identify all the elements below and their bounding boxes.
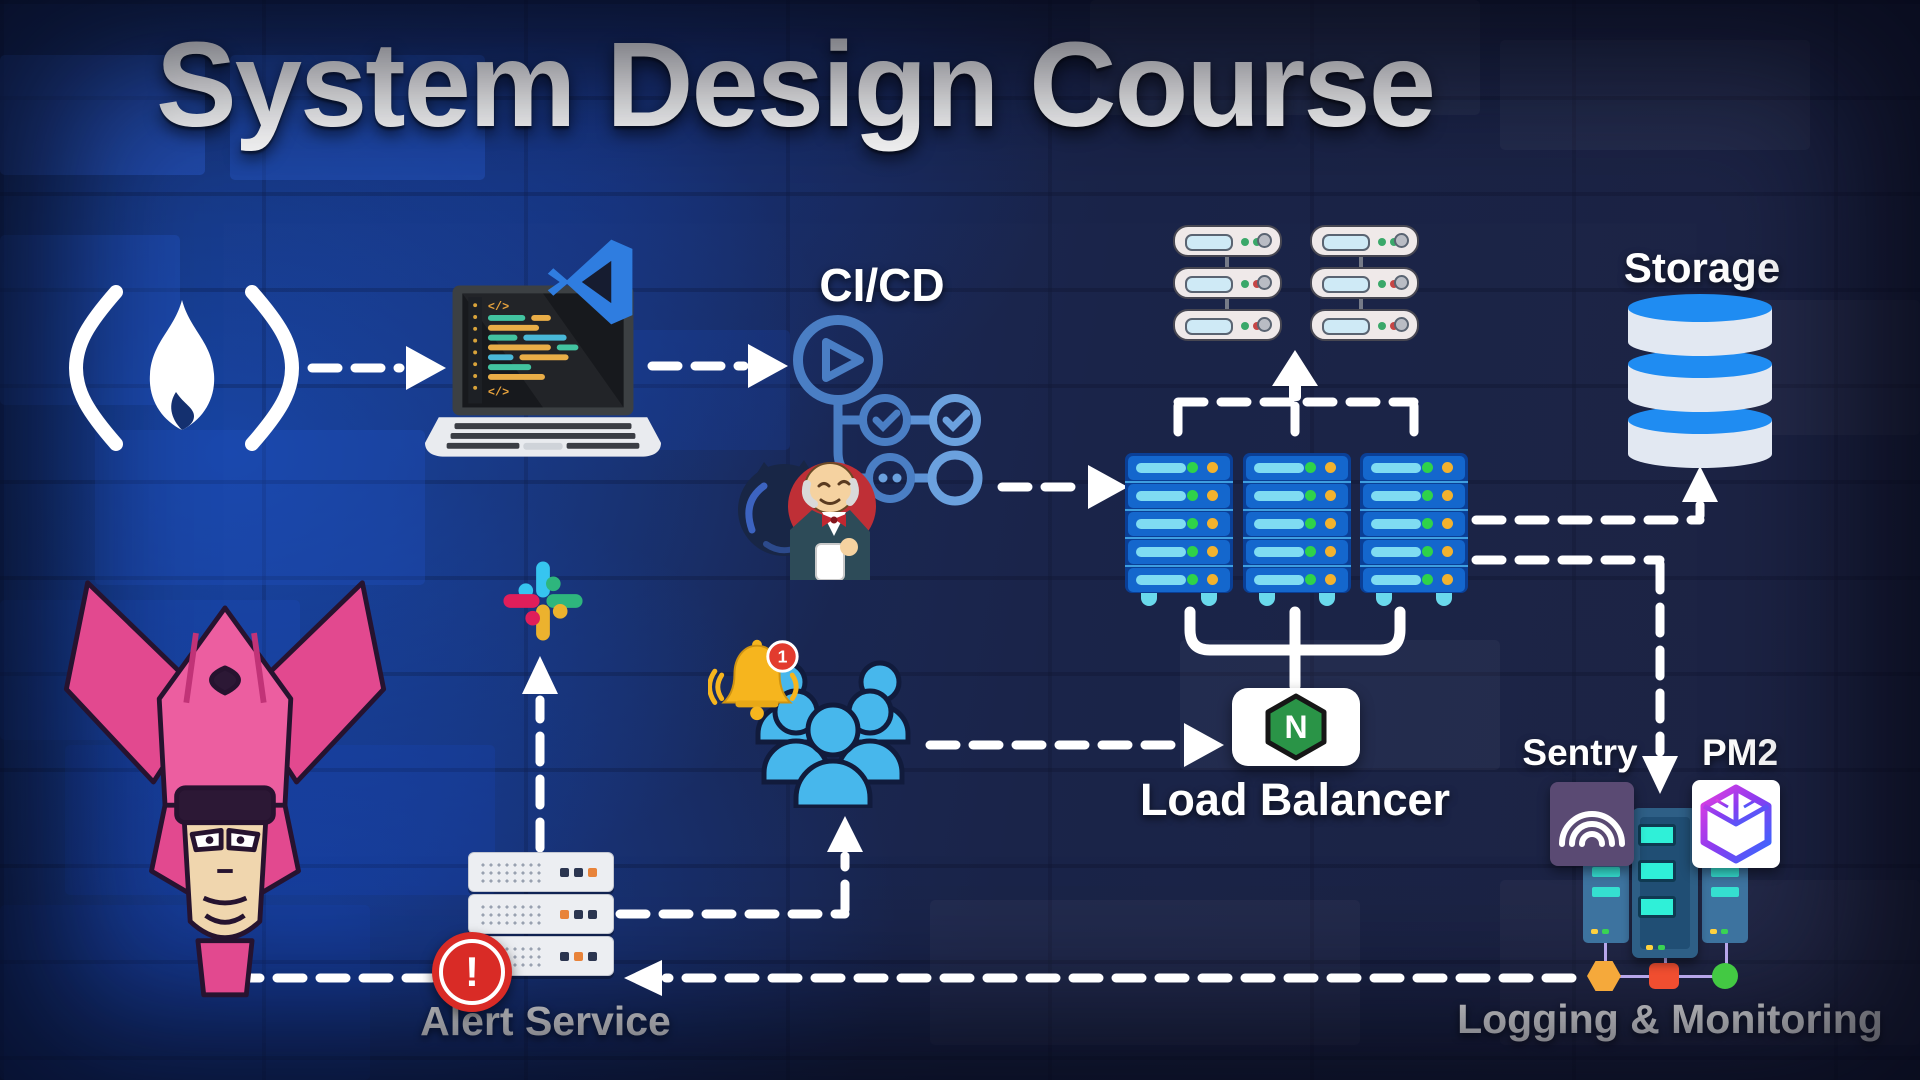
arrowhead-up bbox=[522, 656, 558, 694]
laptop-code-icon: </> </> bbox=[425, 285, 661, 457]
check-icon bbox=[872, 409, 901, 432]
alert-icon: ! bbox=[432, 932, 512, 1012]
pipeline-play-circle bbox=[793, 315, 883, 405]
alert-server-unit bbox=[468, 894, 614, 934]
page-title: System Design Course bbox=[155, 16, 1436, 152]
arrowhead-up bbox=[827, 816, 863, 852]
notification-bell-icon: 1 bbox=[708, 639, 799, 721]
mini-server bbox=[1310, 267, 1419, 299]
mini-server bbox=[1173, 309, 1282, 341]
database-cylinder bbox=[1628, 294, 1772, 356]
sentry-label: Sentry bbox=[1522, 732, 1638, 773]
storage-database-icon bbox=[1628, 294, 1772, 468]
left-paren bbox=[68, 285, 123, 451]
notification-badge: 1 bbox=[766, 640, 799, 673]
play-icon bbox=[822, 338, 864, 382]
vscode-logo bbox=[547, 239, 633, 325]
server-tower bbox=[1125, 453, 1233, 606]
load-balancer-label: Load Balancer bbox=[1139, 774, 1451, 825]
brow-band bbox=[174, 785, 276, 826]
flame-icon bbox=[149, 300, 215, 430]
jenkins-mascot bbox=[788, 462, 876, 580]
code-tag-top: </> bbox=[488, 300, 509, 314]
code-tag-bottom: </> bbox=[488, 386, 509, 400]
dash-servers-to-minracks bbox=[1173, 397, 1419, 451]
mini-server bbox=[1173, 267, 1282, 299]
alert-server-unit bbox=[468, 852, 614, 892]
arrowheads bbox=[210, 344, 1718, 996]
storage-label: Storage bbox=[1623, 244, 1781, 291]
mini-server bbox=[1310, 225, 1419, 257]
slack-logo bbox=[503, 561, 583, 641]
database-cylinder bbox=[1628, 350, 1772, 412]
arrowhead-right bbox=[406, 346, 446, 390]
cicd-label: CI/CD bbox=[819, 259, 945, 311]
server-tower bbox=[1360, 453, 1468, 606]
pm2-logo bbox=[1692, 780, 1780, 868]
pm2-label: PM2 bbox=[1701, 732, 1779, 773]
arrowhead-right bbox=[1088, 465, 1128, 509]
flame-notch bbox=[171, 392, 194, 430]
logging-monitoring-label: Logging & Monitoring bbox=[1457, 996, 1883, 1042]
status-node-green bbox=[1712, 963, 1738, 989]
nginx-load-balancer: N bbox=[1232, 688, 1360, 766]
pipeline-check-circle bbox=[929, 394, 981, 446]
alert-exclamation: ! bbox=[465, 948, 479, 995]
arrowhead-right bbox=[748, 344, 788, 388]
cluster-bracket bbox=[1184, 606, 1406, 692]
nginx-letter: N bbox=[1284, 709, 1307, 745]
pipeline-dots-circle bbox=[865, 453, 915, 503]
mini-server bbox=[1310, 309, 1419, 341]
dash-servers-to-storage bbox=[1471, 500, 1705, 525]
check-icon bbox=[942, 409, 971, 432]
helmet-crescent bbox=[209, 665, 241, 696]
helmet-dome bbox=[156, 605, 294, 808]
mouth bbox=[202, 895, 248, 906]
galactus-illustration bbox=[63, 580, 387, 998]
pipeline-check-circle bbox=[859, 394, 911, 446]
monitor-center-tower bbox=[1632, 808, 1698, 958]
right-paren bbox=[245, 285, 300, 451]
jenkins-github-group bbox=[738, 460, 876, 580]
arrowhead-right bbox=[1184, 723, 1224, 767]
status-node-red bbox=[1649, 963, 1679, 989]
badge-count: 1 bbox=[778, 646, 788, 666]
solid-up-arrow-stem bbox=[1289, 380, 1301, 401]
pipeline-empty-circle bbox=[927, 450, 983, 506]
dash-alert-to-users bbox=[615, 851, 850, 919]
server-tower bbox=[1243, 453, 1351, 606]
dash-servers-to-monitoring bbox=[1471, 555, 1665, 757]
nginx-logo: N bbox=[1265, 693, 1327, 761]
freecodecamp-logo bbox=[68, 285, 300, 451]
database-cylinder bbox=[1628, 406, 1772, 468]
arrowhead-left bbox=[624, 960, 662, 996]
cicd-pipeline-icon bbox=[793, 315, 983, 506]
neck bbox=[195, 938, 255, 998]
sentry-logo bbox=[1550, 782, 1634, 866]
arrowhead-down bbox=[1642, 756, 1678, 794]
arrowhead-up bbox=[1682, 466, 1718, 502]
mini-server bbox=[1173, 225, 1282, 257]
solid-up-arrow bbox=[1272, 350, 1318, 386]
